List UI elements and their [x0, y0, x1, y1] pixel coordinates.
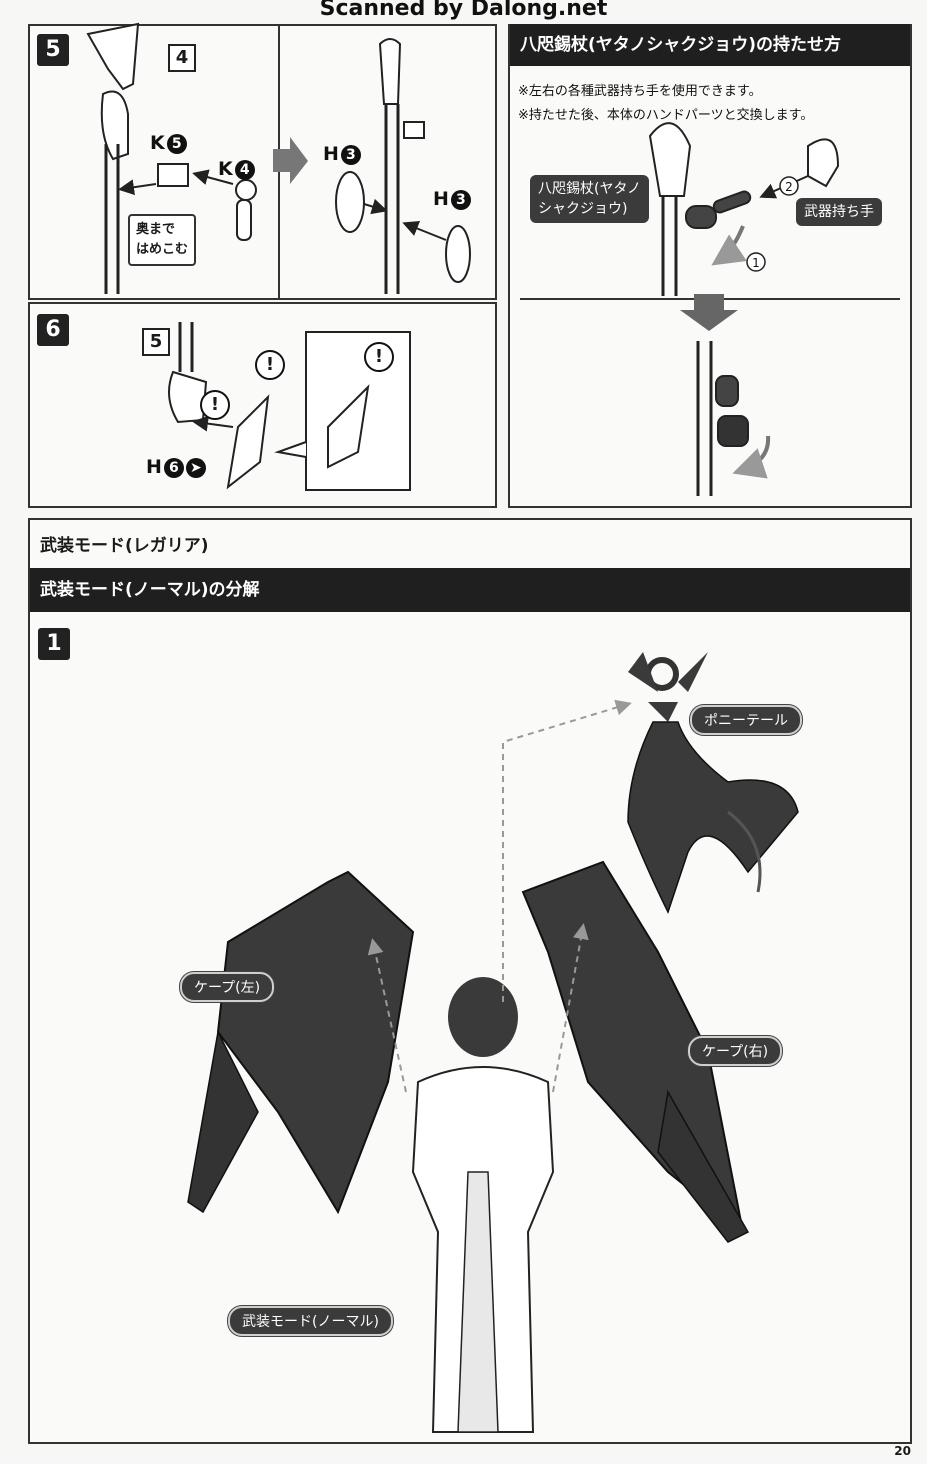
weapon-illustration: 1 2	[648, 122, 840, 496]
step6-warning-icon-2: !	[200, 390, 230, 420]
step6-illustration	[168, 322, 411, 491]
tag-weapon-hand: 武器持ち手	[796, 198, 882, 226]
part-num-h6: 6	[163, 457, 184, 478]
mode-illustration	[187, 652, 799, 1433]
mode-section-subtitle: 武装モード(ノーマル)の分解	[30, 568, 910, 612]
weapon-note-1: ※左右の各種武器持ち手を使用できます。	[518, 84, 762, 99]
step6-ref-number: 5	[142, 328, 170, 356]
sticker-icon: ➤	[185, 457, 206, 478]
step-circle-2: 2	[785, 180, 793, 194]
mode-section-title: 武装モード(レガリア)	[40, 536, 209, 556]
label-ponytail: ポニーテール	[690, 705, 802, 735]
mode-step-number: 1	[38, 628, 70, 660]
step-circle-1: 1	[752, 256, 760, 270]
weapon-note-2: ※持たせた後、本体のハンドパーツと交換します。	[518, 108, 814, 123]
step5-illustration	[86, 22, 471, 294]
step5-ref-number: 4	[168, 44, 196, 72]
label-cape-right: ケープ(右)	[688, 1036, 783, 1066]
label-armed-mode-normal: 武装モード(ノーマル)	[228, 1306, 393, 1336]
watermark: Scanned by Dalong.net	[319, 0, 608, 21]
step6-number: 6	[37, 314, 69, 346]
step6-warning-icon-1: !	[255, 350, 285, 380]
tag-staff: 八咫錫杖(ヤタノ シャクジョウ)	[530, 175, 650, 223]
weapon-panel-title: 八咫錫杖(ヤタノシャクジョウ)の持たせ方	[510, 24, 910, 66]
step5-number: 5	[37, 34, 69, 66]
step5-callout: 奥まで はめこむ	[128, 214, 197, 266]
part-num-h3-right: 3	[450, 189, 471, 210]
label-cape-left: ケープ(左)	[180, 972, 275, 1002]
part-num-k4: 4	[234, 159, 255, 180]
part-num-k5: 5	[166, 133, 187, 154]
step6-warning-icon-3: !	[364, 342, 394, 372]
part-num-h3-left: 3	[340, 144, 361, 165]
page-number: 20	[894, 1444, 911, 1458]
